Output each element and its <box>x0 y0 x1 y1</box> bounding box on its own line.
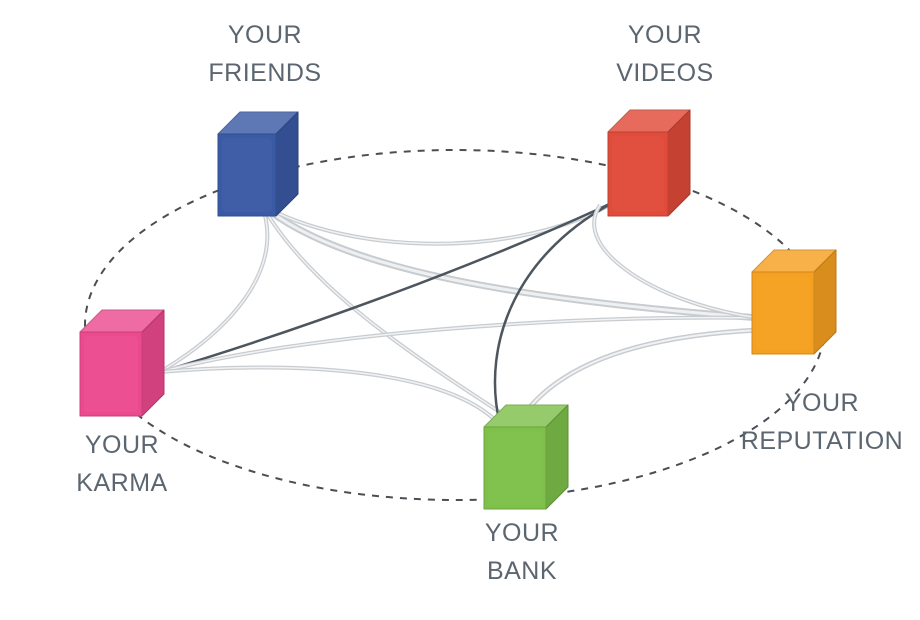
cube-front-face <box>751 271 815 355</box>
cube-front-face <box>217 133 277 217</box>
label-karma-line2: KARMA <box>76 469 168 497</box>
label-friends-line1: YOUR <box>227 21 303 49</box>
connector-karma-bank <box>159 365 502 427</box>
connector-karma-reputation-highlight <box>159 316 761 373</box>
cube-front-highlight <box>222 138 272 212</box>
label-bank-line2: BANK <box>486 557 558 585</box>
node-bank[interactable] <box>483 404 569 510</box>
label-reputation: YOUR REPUTATION <box>732 384 912 460</box>
label-friends: YOUR FRIENDS <box>195 16 335 92</box>
label-videos-line1: YOUR <box>627 21 703 49</box>
connector-videos-bank <box>493 198 619 426</box>
node-videos[interactable] <box>607 109 691 217</box>
connector-friends-bank <box>260 204 514 422</box>
cube-front-highlight <box>612 136 664 212</box>
node-friends[interactable] <box>217 111 299 217</box>
cube-front-face <box>483 426 547 510</box>
cube-front-highlight <box>84 336 138 412</box>
connector-friends-karma-highlight <box>159 204 268 373</box>
cube-front-highlight <box>756 276 810 350</box>
connector-bank-reputation-highlight <box>519 329 761 421</box>
cube-front-face <box>79 331 143 417</box>
label-friends-line2: FRIENDS <box>208 59 322 87</box>
label-karma: YOUR KARMA <box>52 426 192 502</box>
label-bank: YOUR BANK <box>452 514 592 590</box>
label-reputation-line1: YOUR <box>784 389 860 417</box>
label-reputation-line2: REPUTATION <box>740 427 904 455</box>
cube-front-face <box>607 131 669 217</box>
label-karma-line1: YOUR <box>84 431 160 459</box>
cube-front-highlight <box>488 431 542 505</box>
node-reputation[interactable] <box>751 249 837 355</box>
label-videos-line2: VIDEOS <box>616 59 714 87</box>
label-videos: YOUR VIDEOS <box>595 16 735 92</box>
connector-friends-bank-highlight <box>261 204 513 421</box>
dashed-ring <box>84 149 826 501</box>
label-bank-line1: YOUR <box>484 519 560 547</box>
connectors <box>158 198 764 427</box>
connector-karma-videos <box>159 198 619 374</box>
connector-videos-reputation <box>592 203 761 320</box>
connector-friends-reputation-highlight <box>260 203 762 320</box>
connector-videos-reputation-highlight <box>593 204 761 319</box>
connector-karma-bank-highlight <box>159 366 501 426</box>
node-karma[interactable] <box>79 309 165 417</box>
